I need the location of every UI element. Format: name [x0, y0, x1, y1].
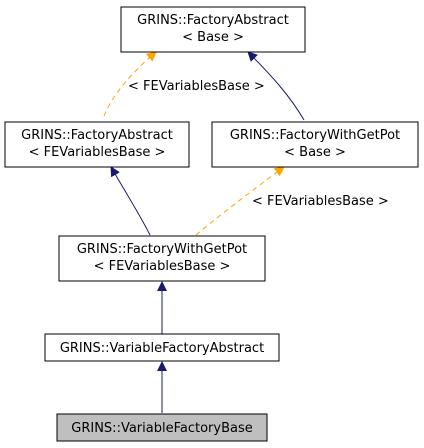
edge-label-template-upper: < FEVariablesBase >	[128, 79, 265, 94]
node-label-line2: < FEVariablesBase >	[29, 145, 166, 160]
edge-template-getpot	[195, 166, 285, 236]
node-label-line1: GRINS::FactoryAbstract	[21, 128, 173, 143]
node-label-line1: GRINS::VariableFactoryAbstract	[60, 341, 264, 356]
node-label-line2: < FEVariablesBase >	[94, 259, 231, 274]
node-factory-getpot-fe[interactable]: GRINS::FactoryWithGetPot < FEVariablesBa…	[58, 235, 266, 282]
node-label-line1: GRINS::FactoryWithGetPot	[230, 128, 400, 143]
node-label-line1: GRINS::FactoryAbstract	[137, 13, 289, 28]
node-factory-getpot-base[interactable]: GRINS::FactoryWithGetPot < Base >	[211, 121, 419, 168]
edge-inherit-getpot-fe-abstract	[110, 166, 151, 236]
node-factory-abstract-fe[interactable]: GRINS::FactoryAbstract < FEVariablesBase…	[4, 121, 190, 168]
edge-label-template-lower: < FEVariablesBase >	[252, 194, 389, 209]
node-label-line1: GRINS::FactoryWithGetPot	[77, 242, 247, 257]
node-label-line2: < Base >	[182, 30, 244, 45]
edge-inherit-getpot-base	[247, 51, 305, 121]
node-variable-factory-base[interactable]: GRINS::VariableFactoryBase	[56, 413, 268, 442]
edge-template-abstract	[103, 51, 157, 117]
edges	[103, 51, 305, 413]
node-factory-abstract-base[interactable]: GRINS::FactoryAbstract < Base >	[120, 6, 306, 53]
node-variable-factory-abstract[interactable]: GRINS::VariableFactoryAbstract	[44, 333, 280, 362]
node-label-line1: GRINS::VariableFactoryBase	[71, 421, 252, 436]
node-label-line2: < Base >	[284, 145, 346, 160]
